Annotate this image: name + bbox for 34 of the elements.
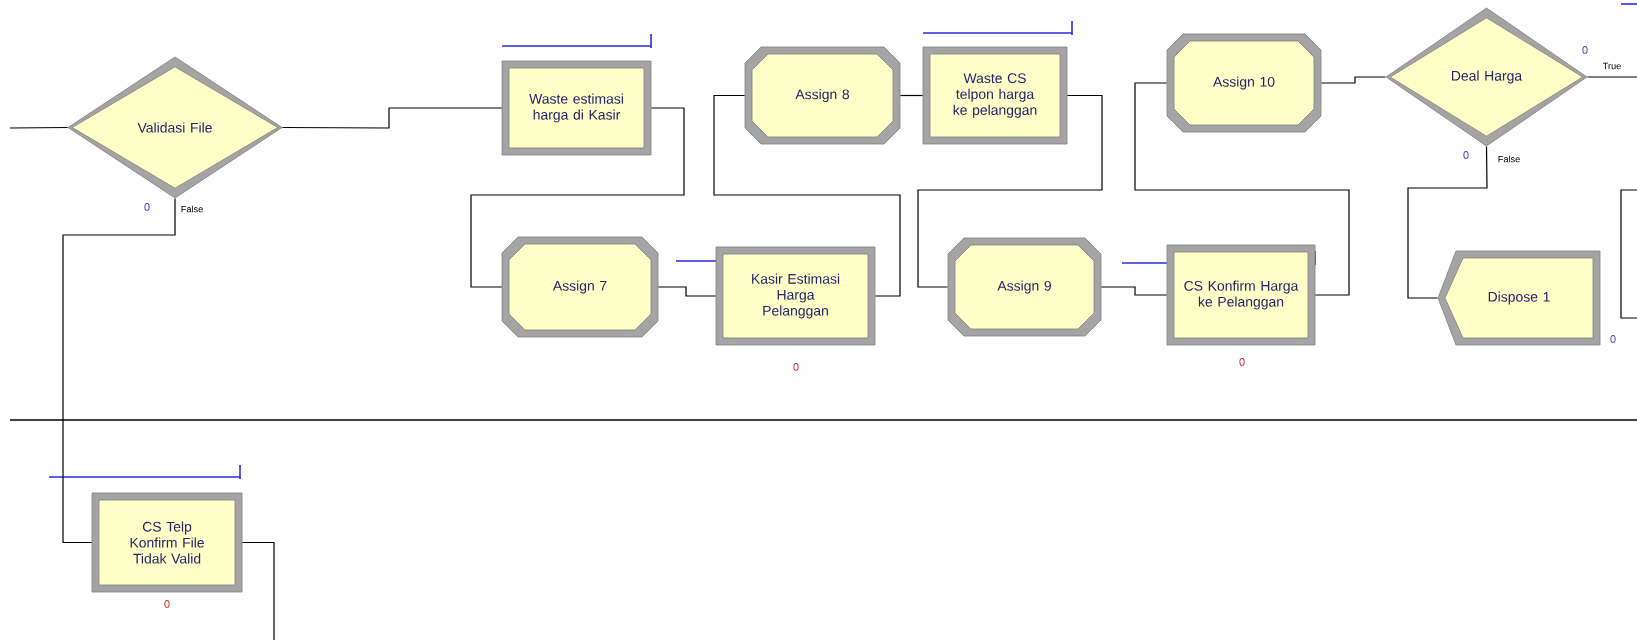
assign-octagon: Assign 8 [744, 46, 901, 145]
connector [1586, 76, 1637, 78]
process-box: CS Konfirm Harga ke Pelanggan [1166, 244, 1316, 346]
connector [899, 94, 924, 97]
counter-number: 0 [1463, 151, 1469, 159]
branch-label: False [181, 205, 203, 213]
counter-number: 0 [144, 203, 150, 211]
counter-number: 0 [1239, 358, 1245, 366]
assign-octagon: Assign 9 [947, 237, 1102, 337]
process-box: Kasir Estimasi Harga Pelanggan [715, 246, 876, 346]
process-box: CS Telp Konfirm File Tidak Valid [91, 492, 243, 593]
connector [917, 94, 1103, 288]
connector [1134, 82, 1350, 296]
connector [1407, 145, 1488, 299]
connector [470, 107, 685, 288]
counter-number: 0 [793, 363, 799, 371]
connector [1100, 286, 1168, 296]
assign-octagon: Assign 7 [501, 236, 659, 338]
connector [1320, 76, 1387, 84]
process-box: Waste CS telpon harga ke pelanggan [922, 46, 1068, 145]
connector [62, 197, 176, 544]
connector [9, 126, 69, 129]
process-box: Waste estimasi harga di Kasir [501, 60, 652, 156]
connector [713, 94, 901, 297]
dispose-box: Dispose 1 [1437, 250, 1601, 346]
counter-number: 0 [1582, 46, 1588, 54]
connector [281, 107, 503, 129]
counter-number: 0 [1610, 335, 1616, 343]
branch-label: False [1498, 155, 1520, 163]
branch-label: True [1602, 62, 1621, 70]
connector [241, 541, 275, 640]
assign-octagon: Assign 10 [1166, 33, 1322, 133]
counter-number: 0 [164, 600, 170, 608]
connector [657, 286, 717, 297]
